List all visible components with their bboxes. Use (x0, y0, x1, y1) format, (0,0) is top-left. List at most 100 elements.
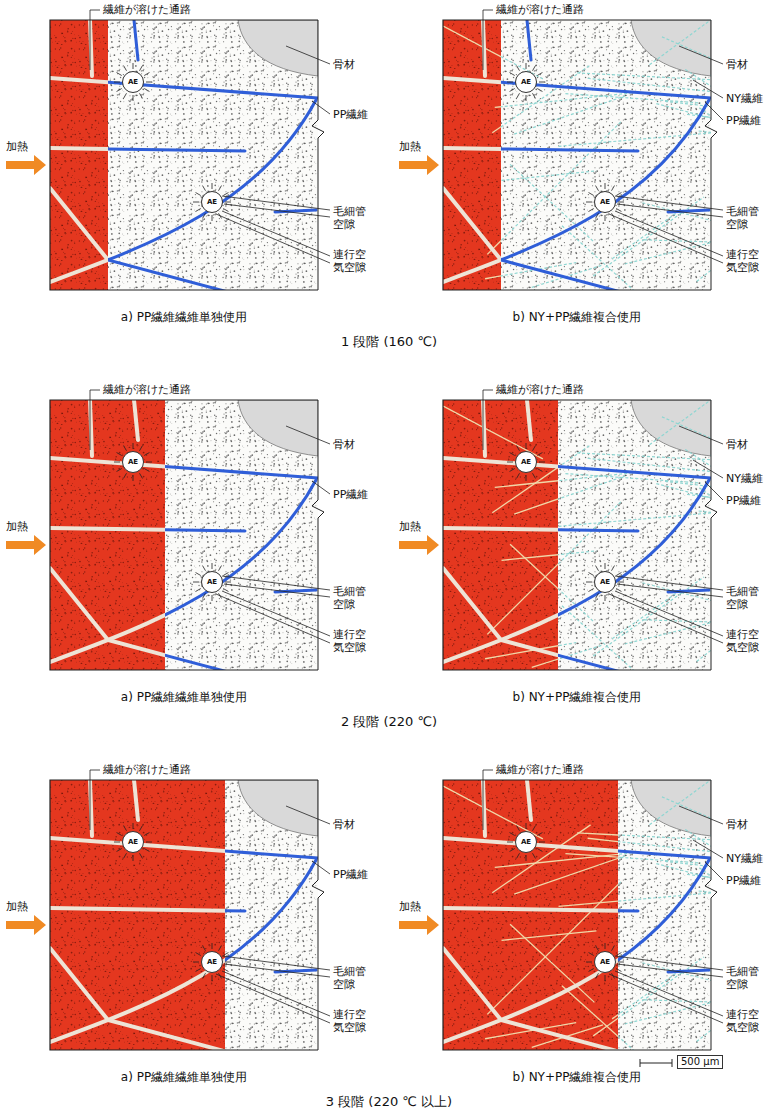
node-text: AE (207, 959, 217, 966)
ae-burst (219, 566, 222, 571)
melted-channel (527, 780, 531, 820)
ae-burst (533, 473, 536, 478)
pp-fiber (618, 860, 709, 1042)
part-label: NY繊維 (726, 92, 763, 105)
ae-burst (193, 582, 199, 583)
ae-burst (196, 589, 201, 592)
ae-burst (140, 446, 143, 451)
node-text: AE (128, 79, 138, 86)
leader-line (615, 211, 723, 256)
melted-channel (443, 78, 501, 98)
leader-line (222, 591, 330, 636)
ae-burst (124, 473, 127, 478)
ae-burst (605, 215, 606, 221)
ae-burst (526, 855, 527, 861)
ae-burst (539, 82, 545, 83)
part-label: 毛細管 空隙 (333, 585, 368, 611)
ae-burst (605, 975, 606, 981)
ny-fiber (644, 240, 711, 245)
part-label: 骨材 (726, 818, 748, 831)
concrete-panel (399, 353, 778, 700)
melted-channel (443, 568, 558, 670)
leader-line (609, 594, 723, 643)
ae-burst (537, 833, 542, 836)
melted-channel (50, 188, 108, 290)
pp-fiber (501, 188, 711, 290)
part-label: 骨材 (726, 58, 748, 71)
ae-burst (537, 453, 542, 456)
melted-channel (50, 860, 225, 1042)
ae-void: AE (515, 451, 537, 473)
melted-channel (443, 860, 618, 1042)
ae-burst (223, 209, 228, 212)
ae-burst (146, 462, 152, 463)
leader-line (224, 204, 330, 217)
ae-burst (133, 823, 134, 829)
leader-line (705, 482, 723, 500)
pp-fiber (108, 188, 318, 290)
pp-fiber (501, 148, 638, 151)
ae-burst (193, 202, 199, 203)
leader-line (609, 974, 723, 1023)
ae-burst (124, 446, 127, 451)
pp-fiber (165, 480, 316, 662)
ny-fiber (699, 131, 711, 140)
ae-burst (203, 213, 206, 218)
ae-burst (616, 193, 621, 196)
ae-void: AE (594, 571, 616, 593)
ae-burst (219, 946, 222, 951)
ny-fiber (558, 445, 591, 513)
pp-fiber (501, 100, 709, 282)
ae-burst (596, 186, 599, 191)
pp-fiber (165, 458, 318, 478)
part-label: 加熱 (399, 140, 421, 153)
melted-ny-channel (492, 445, 558, 513)
ny-fiber (558, 472, 639, 487)
part-label: 繊維が溶けた通路 (496, 763, 584, 776)
leader-line (312, 101, 330, 114)
melted-channel (50, 148, 108, 151)
ae-burst (219, 186, 222, 191)
leader-line (617, 584, 723, 597)
ae-burst (140, 853, 143, 858)
pp-fiber (225, 860, 316, 1042)
ny-fiber (642, 203, 711, 225)
ny-fiber (618, 890, 711, 906)
ae-burst (117, 453, 122, 456)
panel-caption: a) PP繊維繊維単独使用 (50, 1070, 318, 1084)
ae-burst (133, 443, 134, 449)
ae-burst (510, 453, 515, 456)
ae-burst (612, 566, 615, 571)
ae-burst (146, 82, 152, 83)
ae-burst (596, 973, 599, 978)
melted-channel (50, 100, 108, 282)
ae-burst (225, 202, 231, 203)
node-text: AE (521, 839, 531, 846)
ny-fiber (644, 620, 711, 625)
ae-burst (616, 969, 621, 972)
ae-burst (586, 582, 592, 583)
ae-burst (533, 826, 536, 831)
ae-burst (616, 953, 621, 956)
part-label: 繊維が溶けた通路 (496, 3, 584, 16)
leader-line (312, 861, 330, 874)
ae-burst (203, 593, 206, 598)
ae-burst (133, 95, 134, 101)
ae-burst (537, 849, 542, 852)
ae-void: AE (515, 831, 537, 853)
ny-fiber (642, 583, 711, 605)
ny-fiber (618, 838, 710, 851)
ae-burst (526, 475, 527, 481)
ae-burst (212, 595, 213, 601)
leader-line (90, 390, 100, 450)
leader-line (615, 956, 723, 970)
ae-burst (203, 946, 206, 951)
leader-line (705, 862, 723, 880)
ae-burst (140, 93, 143, 98)
ae-burst (616, 573, 621, 576)
heat-arrow (6, 915, 46, 935)
ae-burst (616, 209, 621, 212)
melted-ny-channel (510, 924, 594, 1002)
pp-fiber (527, 20, 531, 60)
part-label: PP繊維 (726, 874, 761, 887)
